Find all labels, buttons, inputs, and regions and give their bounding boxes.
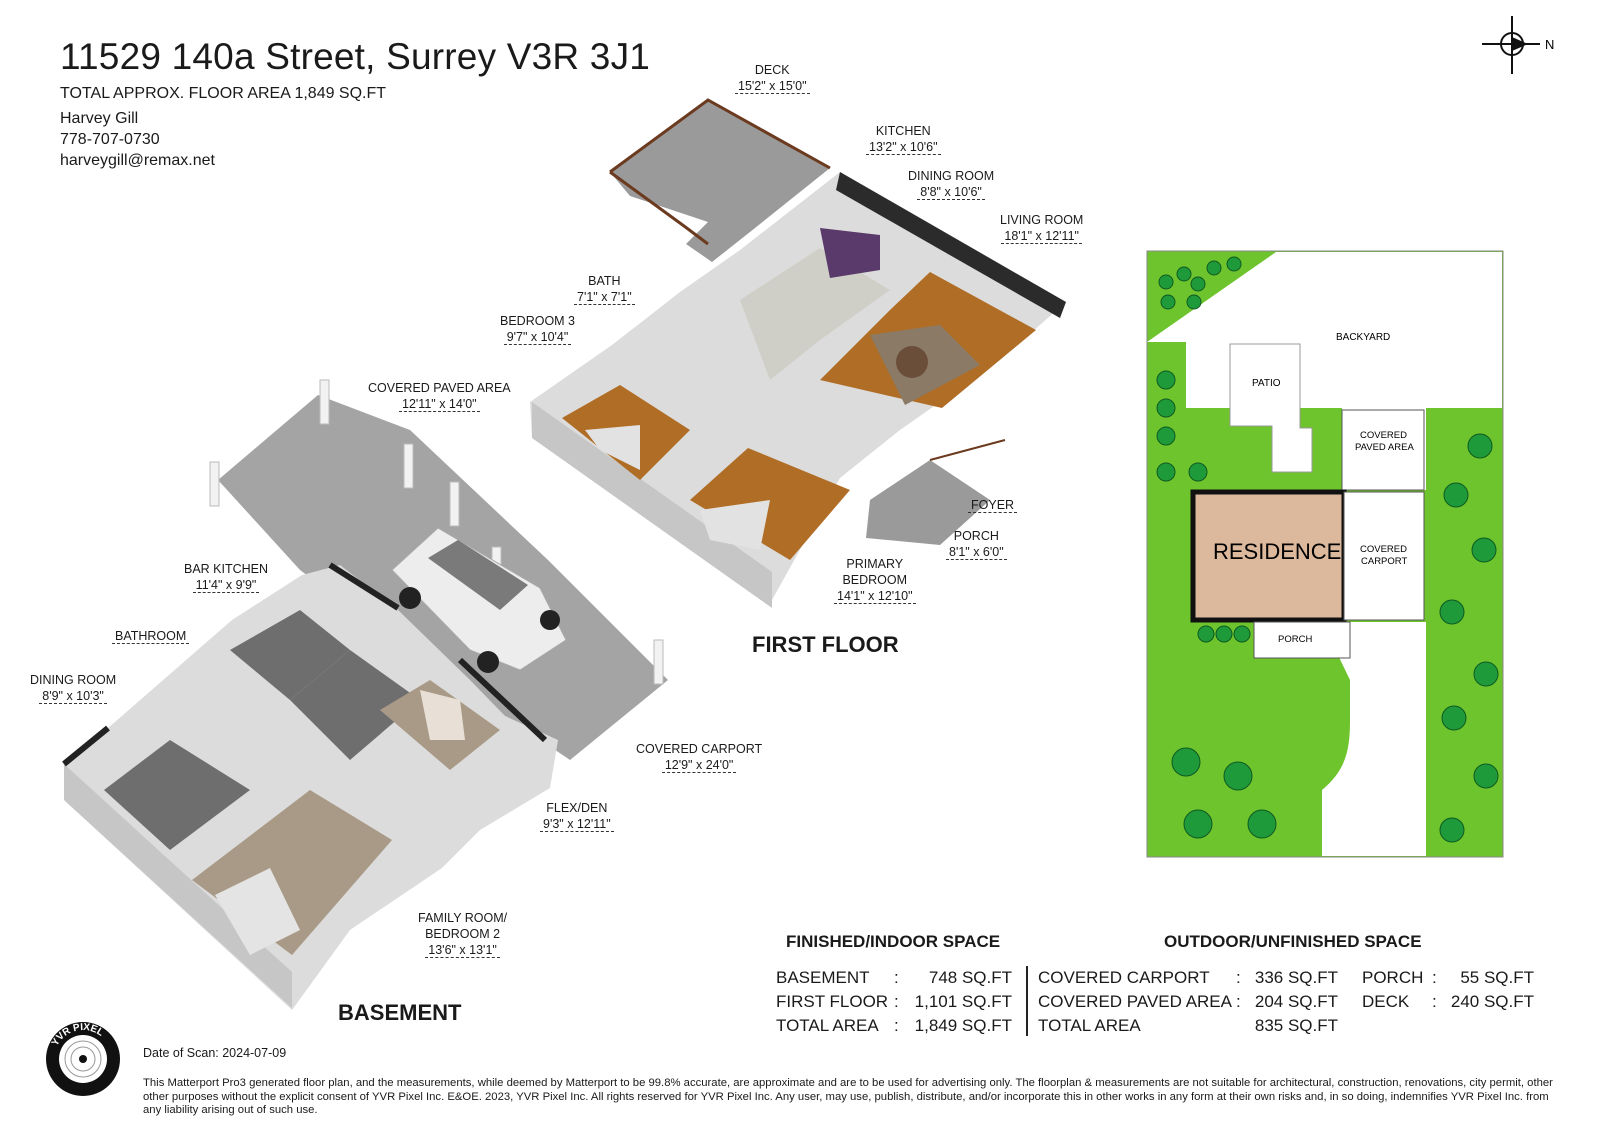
basement-plan [62,379,668,1010]
finished-space-table: BASEMENT : 748 SQ.FT FIRST FLOOR : 1,101… [776,968,1016,1040]
room-label-bathroom: BATHROOM [112,628,190,644]
outdoor-row: COVERED PAVED AREA : 204 SQ.FT [1038,992,1338,1011]
finished-row: TOTAL AREA : 1,849 SQ.FT [776,1016,1012,1035]
room-label-family-room: FAMILY ROOM/ BEDROOM 2 13'6" x 13'1" [418,911,508,958]
finished-row: FIRST FLOOR : 1,101 SQ.FT [776,992,1012,1011]
room-label-covered-carport: COVERED CARPORT 12'9" x 24'0" [636,742,763,773]
summary-divider [1026,966,1028,1036]
site-porch-label: PORCH [1278,634,1312,645]
disclaimer-text: This Matterport Pro3 generated floor pla… [143,1077,1553,1116]
tree-icons [1156,256,1499,843]
outdoor-row: TOTAL AREA 835 SQ.FT [1038,1016,1338,1035]
room-label-dining-room: DINING ROOM 8'8" x 10'6" [908,169,995,200]
first-floor-plan [530,98,1066,608]
room-label-foyer: FOYER [968,497,1018,513]
compass-icon: N [1482,16,1554,74]
room-label-bedroom-3: BEDROOM 3 9'7" x 10'4" [500,314,576,345]
site-residence-label: RESIDENCE [1213,539,1341,564]
primary-bedroom-floor [690,448,850,560]
dining-room-floor [104,740,250,850]
room-label-living-room: LIVING ROOM 18'1" x 12'11" [1000,213,1084,244]
site-carport-label-2: CARPORT [1361,556,1407,567]
floor-plan-drawing [62,98,1066,1010]
room-label-flex-den: FLEX/DEN 9'3" x 12'11" [540,800,614,832]
scan-date: Date of Scan: 2024-07-09 [143,1046,287,1060]
site-covered-paved-label-2: PAVED AREA [1355,442,1414,453]
site-residence [1190,489,1347,623]
first-floor-label: FIRST FLOOR [752,632,899,657]
outdoor-extra-table: PORCH : 55 SQ.FT DECK : 240 SQ.FT [1362,968,1536,1016]
site-covered-carport [1343,491,1425,621]
porch-surface [866,460,990,545]
outdoor-extra-row: DECK : 240 SQ.FT [1362,992,1534,1011]
agent-phone: 778-707-0730 [60,131,160,148]
car-icon [391,527,567,673]
site-covered-paved-label-1: COVERED [1360,430,1407,441]
room-label-covered-paved-area: COVERED PAVED AREA 12'11" x 14'0" [368,381,511,412]
outdoor-space-heading: OUTDOOR/UNFINISHED SPACE [1164,932,1422,951]
room-label-kitchen: KITCHEN 13'2" x 10'6" [866,123,941,155]
finished-row: BASEMENT : 748 SQ.FT [776,968,1012,987]
outdoor-extra-row: PORCH : 55 SQ.FT [1362,968,1534,987]
site-carport-label-1: COVERED [1360,544,1407,555]
basement-label: BASEMENT [338,1000,462,1025]
agent-name: Harvey Gill [60,110,139,127]
site-covered-paved [1341,409,1425,491]
site-plan: BACKYARD PATIO COVERED PAVED AREA RESIDE… [1146,250,1504,858]
yvr-pixel-logo: YVR PIXEL [46,1022,120,1096]
agent-email: harveygill@remax.net [60,152,215,169]
site-porch [1253,621,1351,659]
room-label-basement-dining-room: DINING ROOM 8'9" x 10'3" [30,673,117,704]
outdoor-space-table: COVERED CARPORT : 336 SQ.FT COVERED PAVE… [1038,968,1340,1040]
site-patio-label: PATIO [1252,378,1281,389]
outdoor-row: COVERED CARPORT : 336 SQ.FT [1038,968,1338,987]
address-title: 11529 140a Street, Surrey V3R 3J1 [60,36,651,77]
room-label-bath: BATH 7'1" x 7'1" [574,273,635,305]
room-label-bar-kitchen: BAR KITCHEN 11'4" x 9'9" [184,562,269,593]
compass-n-label: N [1545,37,1554,52]
room-label-deck: DECK 15'2" x 15'0" [735,62,810,94]
total-area-text: TOTAL APPROX. FLOOR AREA 1,849 SQ.FT [60,85,387,102]
finished-space-heading: FINISHED/INDOOR SPACE [786,932,1001,951]
site-backyard-label: BACKYARD [1336,332,1390,343]
deck-surface [610,100,830,262]
room-label-primary-bedroom: PRIMARY BEDROOM 14'1" x 12'10" [834,556,916,604]
room-label-porch: PORCH 8'1" x 6'0" [946,528,1007,560]
